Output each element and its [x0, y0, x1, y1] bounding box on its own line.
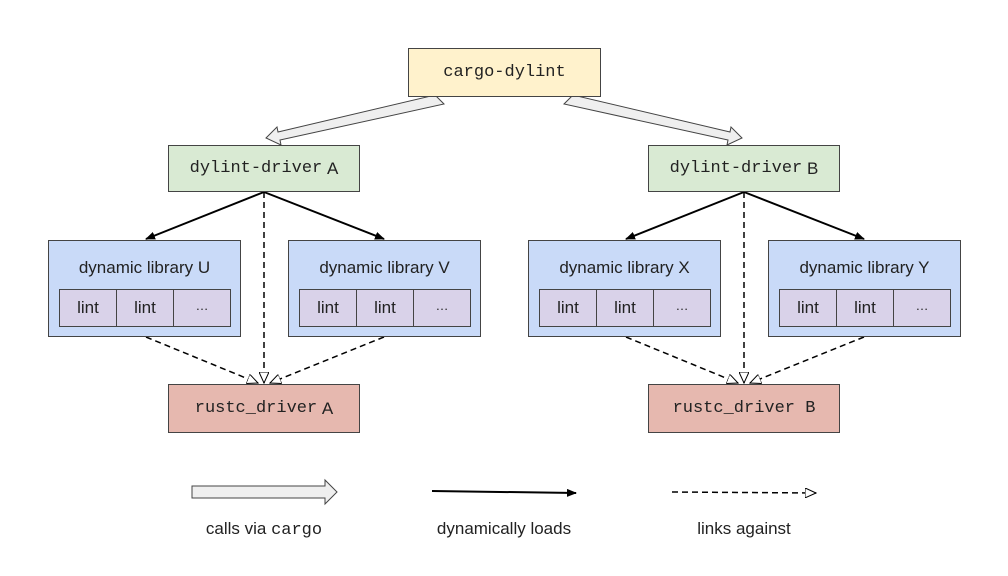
library-v-box: dynamic library V lint lint … [288, 240, 481, 337]
library-y-lints: lint lint … [779, 289, 951, 327]
legend-loads-symbol [431, 488, 577, 497]
rustc-driver-b-box: rustc_driver B [648, 384, 840, 433]
legend-calls-label: calls via cargo [164, 519, 364, 540]
lint-ellipsis-cell: … [174, 290, 230, 326]
library-x-box: dynamic library X lint lint … [528, 240, 721, 337]
dylint-driver-b-box: dylint-driver B [648, 145, 840, 192]
cargo-dylint-label: cargo-dylint [443, 63, 566, 82]
driver-b-name: dylint-driver [669, 159, 803, 178]
cargo-dylint-box: cargo-dylint [408, 48, 601, 97]
lint-cell: lint [837, 290, 894, 326]
library-x-title: dynamic library X [559, 258, 690, 277]
driver-b-suffix: B [807, 158, 819, 178]
rustc-driver-a-box: rustc_driver A [168, 384, 360, 433]
lint-cell: lint [300, 290, 357, 326]
rustc-a-suffix: A [321, 398, 334, 418]
link-arrow-lib-y [750, 336, 865, 383]
dylint-driver-a-box: dylint-driver A [168, 145, 360, 192]
lint-ellipsis-cell: … [654, 290, 710, 326]
legend-links-label: links against [697, 519, 791, 538]
library-v-title: dynamic library V [319, 258, 450, 277]
lint-ellipsis-cell: … [894, 290, 950, 326]
load-arrow-a-v [263, 191, 385, 240]
driver-a-suffix: A [327, 158, 339, 178]
library-u-box: dynamic library U lint lint … [48, 240, 241, 337]
load-arrow-b-y [743, 191, 865, 240]
lint-cell: lint [540, 290, 597, 326]
lint-cell: lint [780, 290, 837, 326]
calls-arrow-to-driver-b [563, 94, 743, 146]
lint-cell: lint [597, 290, 654, 326]
lint-ellipsis-cell: … [414, 290, 470, 326]
legend-calls-symbol [191, 478, 338, 506]
lint-cell: lint [357, 290, 414, 326]
load-arrow-b-x [625, 191, 745, 240]
library-v-lints: lint lint … [299, 289, 471, 327]
legend-calls-text: calls via [205, 519, 272, 538]
legend-loads-label: dynamically loads [436, 519, 572, 538]
calls-arrow-to-driver-a [265, 94, 445, 146]
link-arrow-lib-u [145, 336, 258, 383]
library-y-box: dynamic library Y lint lint … [768, 240, 961, 337]
rustc-b-name: rustc_driver [672, 399, 795, 418]
link-arrow-lib-x [625, 336, 738, 383]
driver-a-name: dylint-driver [189, 159, 323, 178]
legend-links-symbol [671, 492, 816, 493]
library-u-title: dynamic library U [78, 258, 211, 277]
lint-cell: lint [60, 290, 117, 326]
rustc-b-suffix: B [805, 399, 816, 418]
link-arrow-lib-v [270, 336, 385, 383]
legend-calls-code: cargo [271, 521, 323, 540]
library-u-lints: lint lint … [59, 289, 231, 327]
rustc-a-name: rustc_driver [194, 399, 318, 418]
library-y-title: dynamic library Y [799, 258, 930, 277]
library-x-lints: lint lint … [539, 289, 711, 327]
lint-cell: lint [117, 290, 174, 326]
load-arrow-a-u [145, 191, 265, 240]
